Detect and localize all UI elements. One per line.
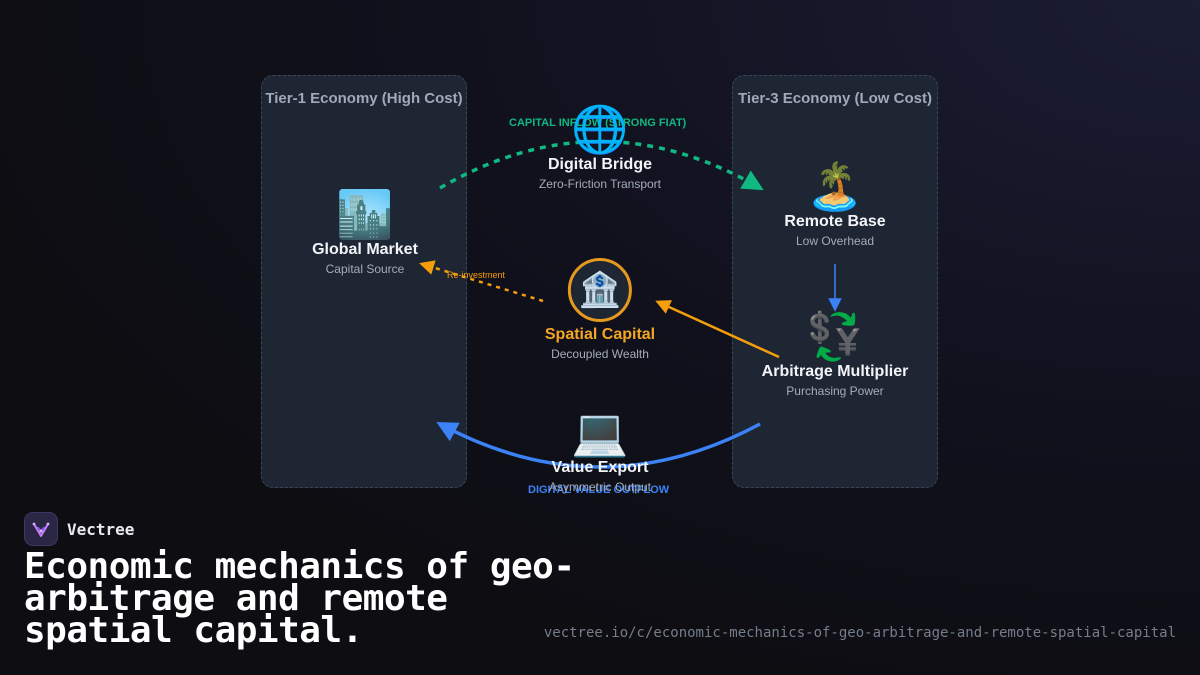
tier3-panel-title: Tier-3 Economy (Low Cost) bbox=[738, 90, 932, 107]
digital-bridge-title: Digital Bridge bbox=[547, 156, 653, 173]
spatial-capital-title: Spatial Capital bbox=[544, 326, 656, 343]
remote-base-subtitle: Low Overhead bbox=[795, 234, 875, 248]
global-market-node: 🏙️ Global Market Capital Source bbox=[312, 191, 418, 276]
page-url[interactable]: vectree.io/c/economic-mechanics-of-geo-a… bbox=[543, 625, 1176, 641]
spatial-capital-node: 🏦 Spatial Capital Decoupled Wealth bbox=[545, 258, 655, 361]
digital-bridge-node: 🌐 Digital Bridge Zero-Friction Transport bbox=[539, 106, 661, 191]
currency-exchange-icon: 💱 bbox=[806, 309, 864, 363]
laptop-icon: 💻 bbox=[571, 405, 629, 459]
arbitrage-multiplier-title: Arbitrage Multiplier bbox=[761, 363, 909, 380]
value-export-node: 💻 Value Export Asymmetric Output bbox=[549, 409, 651, 494]
capital-inflow-arrow bbox=[439, 139, 764, 191]
capital-inflow-label: CAPITAL INFLOW (STRONG FIAT) bbox=[509, 117, 687, 129]
brand-name: Vectree bbox=[67, 519, 135, 539]
city-icon: 🏙️ bbox=[336, 187, 394, 241]
remote-base-title: Remote Base bbox=[784, 213, 886, 230]
arbitrage-multiplier-subtitle: Purchasing Power bbox=[786, 384, 884, 398]
remote-base-node: 🏝️ Remote Base Low Overhead bbox=[784, 163, 885, 248]
arbitrage-multiplier-node: 💱 Arbitrage Multiplier Purchasing Power bbox=[762, 313, 909, 398]
headline: Economic mechanics of geo-arbitrage and … bbox=[24, 546, 575, 651]
brand: Vectree bbox=[24, 512, 134, 546]
globe-icon: 🌐 bbox=[571, 102, 629, 156]
spatial-capital-subtitle: Decoupled Wealth bbox=[551, 347, 649, 361]
tier1-panel-title: Tier-1 Economy (High Cost) bbox=[265, 90, 463, 107]
multiplier-to-capital-arrow bbox=[655, 300, 780, 359]
tier3-economy-panel: Tier-3 Economy (Low Cost) bbox=[732, 75, 938, 488]
global-market-subtitle: Capital Source bbox=[325, 262, 405, 276]
digital-bridge-subtitle: Zero-Friction Transport bbox=[538, 177, 662, 191]
vectree-logo-icon bbox=[24, 512, 58, 546]
global-market-title: Global Market bbox=[312, 241, 418, 258]
reinvestment-arrow bbox=[419, 260, 544, 303]
spatial-capital-hub: 🏦 bbox=[568, 258, 632, 322]
island-icon: 🏝️ bbox=[806, 159, 864, 213]
reinvestment-label: Re-investment bbox=[447, 270, 506, 280]
value-export-title: Value Export bbox=[551, 459, 649, 476]
tier1-economy-panel: Tier-1 Economy (High Cost) bbox=[261, 75, 467, 488]
digital-outflow-label: DIGITAL VALUE OUTFLOW bbox=[528, 484, 670, 496]
value-export-subtitle: Asymmetric Output bbox=[548, 480, 652, 494]
digital-outflow-arrow bbox=[436, 422, 761, 469]
bank-icon: 🏦 bbox=[578, 270, 622, 310]
